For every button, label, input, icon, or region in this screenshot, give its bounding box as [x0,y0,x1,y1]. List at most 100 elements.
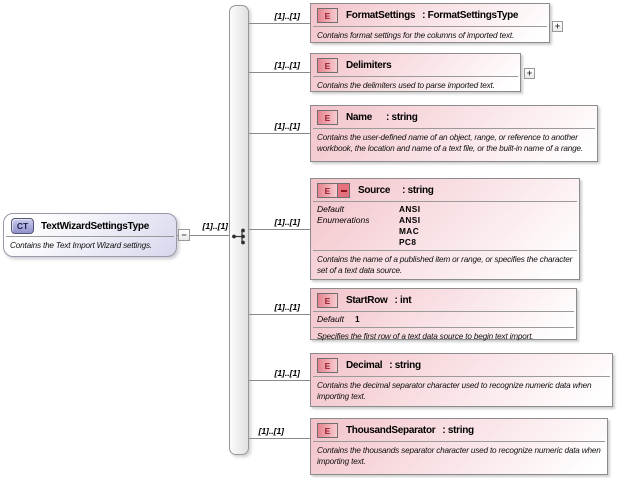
element-badge-icon: E [317,358,338,373]
expand-icon[interactable]: + [524,68,535,79]
element-header: E Source : string [311,179,579,201]
element-badge-letter: E [318,184,337,197]
element-type: : string [389,360,421,371]
element-badge-letter: E [318,424,337,437]
element-header: E Delimiters [311,54,520,76]
element-type: : string [442,425,474,436]
connector-line [247,380,310,381]
complextype-badge-icon: CT [11,218,34,234]
element-header: E ThousandSeparator : string [311,419,607,441]
connector-line [247,133,310,134]
facet-value: MAC [399,226,420,236]
connector-line [247,72,310,73]
element-box-startrow[interactable]: E StartRow : int Default 1 Specifies the… [310,288,577,341]
element-badge-letter: E [318,294,337,307]
connector-line [177,235,229,236]
divider [313,327,574,328]
facet-label [317,237,399,248]
element-description: Contains the delimiters used to parse im… [317,81,495,90]
element-description: Contains the user-defined name of an obj… [317,133,583,153]
element-description: Specifies the first row of a text data s… [317,332,534,341]
element-description: Contains the name of a published item or… [317,255,573,275]
element-badge-letter: E [318,59,337,72]
element-badge-letter: E [318,111,337,124]
element-badge-icon: E [317,423,338,438]
cardinality-label: [1]..[1] [274,302,301,312]
divider [313,311,574,312]
connector-line [247,438,310,439]
facet-row: PC8 [317,237,573,248]
divider [6,236,174,237]
cardinality-label: [1]..[1] [258,426,285,436]
dash-facet-icon [337,184,349,197]
cardinality-label: [1]..[1] [274,217,301,227]
divider [313,76,518,77]
facet-value: PC8 [399,237,417,247]
element-box-name[interactable]: E Name : string Contains the user-define… [310,105,598,162]
element-type: : string [402,185,434,196]
element-name: FormatSettings [346,10,416,21]
facet-value: ANSI [399,215,421,225]
element-name: ThousandSeparator [346,425,436,436]
complextype-description: Contains the Text Import Wizard settings… [10,241,152,250]
element-box-decimal[interactable]: E Decimal : string Contains the decimal … [310,353,613,407]
element-box-thousandseparator[interactable]: E ThousandSeparator : string Contains th… [310,418,608,475]
element-badge-icon: E [317,183,350,198]
collapse-icon[interactable]: − [178,229,190,241]
element-description: Contains the thousands separator charact… [317,446,601,466]
connector-line [247,229,310,230]
divider [313,441,605,442]
facet-row: Enumerations ANSI [317,215,573,226]
facet-row: MAC [317,226,573,237]
cardinality-label: [1]..[1] [274,11,301,21]
element-name: StartRow [346,295,388,306]
element-description: Contains format settings for the columns… [317,31,515,40]
cardinality-label: [1]..[1] [274,60,301,70]
facet-value: ANSI [399,204,421,214]
divider [313,26,547,27]
facet-label: Default [317,314,344,324]
element-badge-icon: E [317,58,338,73]
divider [313,201,577,202]
expand-icon[interactable]: + [552,21,563,32]
element-badge-icon: E [317,110,338,125]
connector-line [247,314,310,315]
element-header: E FormatSettings : FormatSettingsType [311,4,549,26]
element-facets: Default 1 [311,312,576,327]
element-name: Source [358,185,391,196]
facet-label [317,226,399,237]
element-facets: Default ANSI Enumerations ANSI MAC PC8 [311,202,579,250]
element-type: : int [394,295,412,306]
element-name: Delimiters [346,60,392,71]
element-description: Contains the decimal separator character… [317,381,592,401]
complextype-name: TextWizardSettingsType [41,220,149,232]
facet-row: Default 1 [317,314,570,325]
complextype-box[interactable]: CT TextWizardSettingsType Contains the T… [3,213,177,257]
facet-value: 1 [355,314,361,324]
connector-line [247,23,310,24]
element-header: E StartRow : int [311,289,576,311]
element-name: Decimal [346,360,383,371]
sequence-icon [232,228,245,245]
element-badge-icon: E [317,8,338,23]
element-header: E Name : string [311,106,597,128]
cardinality-label: [1]..[1] [274,121,301,131]
cardinality-label: [1]..[1] [202,221,229,231]
divider [313,128,595,129]
facet-row: Default ANSI [317,204,573,215]
element-badge-letter: E [318,9,337,22]
element-box-formatsettings[interactable]: E FormatSettings : FormatSettingsType Co… [310,3,550,43]
facet-label: Default [317,204,344,214]
cardinality-label: [1]..[1] [274,368,301,378]
element-box-delimiters[interactable]: E Delimiters Contains the delimiters use… [310,53,521,92]
element-type: : FormatSettingsType [422,10,519,21]
divider [313,250,577,251]
facet-label: Enumerations [317,215,370,225]
element-box-source[interactable]: E Source : string Default ANSI Enumerati… [310,178,580,280]
divider [313,376,610,377]
element-badge-letter: E [318,359,337,372]
sequence-compositor-bar[interactable] [229,5,249,455]
element-badge-icon: E [317,293,338,308]
element-type: : string [386,112,418,123]
